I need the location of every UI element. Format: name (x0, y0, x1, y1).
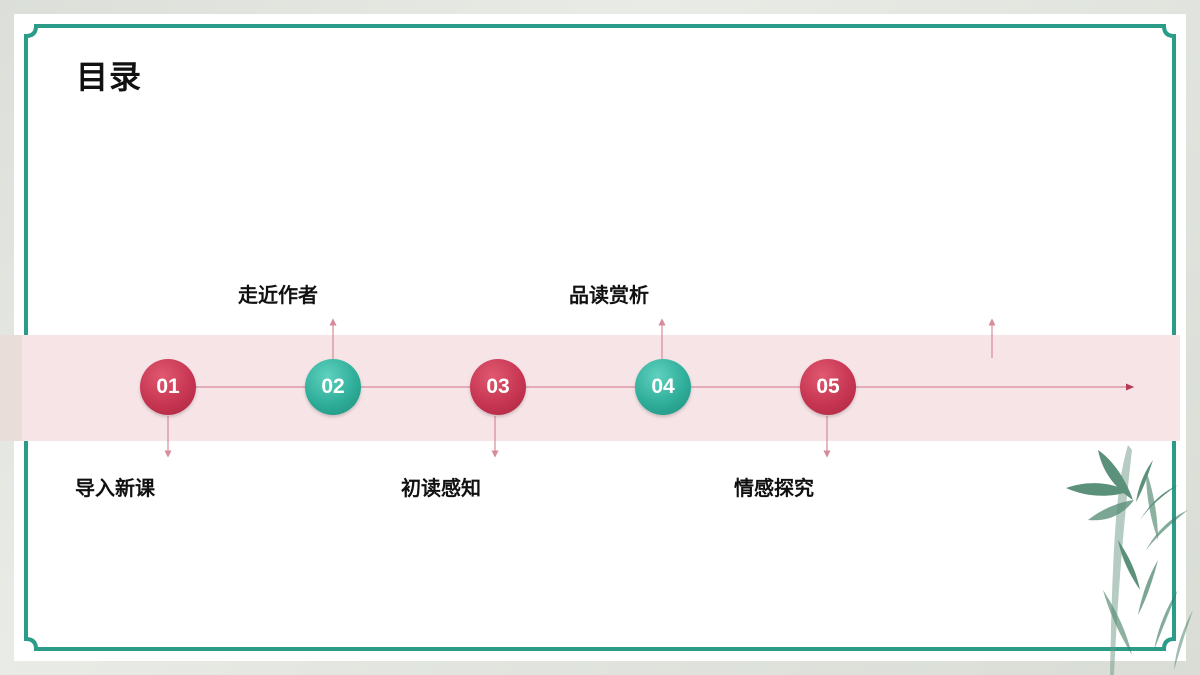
bamboo-leaves-decoration (1066, 445, 1193, 675)
node-01[interactable]: 01 (140, 359, 196, 415)
node-05[interactable]: 05 (800, 359, 856, 415)
item-label-03[interactable]: 初读感知 (401, 476, 481, 500)
item-label-05[interactable]: 情感探究 (734, 476, 814, 500)
node-03[interactable]: 03 (470, 359, 526, 415)
timeline-band (22, 335, 1180, 441)
item-label-01[interactable]: 导入新课 (75, 476, 155, 500)
node-04[interactable]: 04 (635, 359, 691, 415)
page-title: 目录 (76, 58, 143, 96)
item-label-04[interactable]: 品读赏析 (569, 283, 649, 307)
band-left-extension (0, 335, 22, 441)
node-02[interactable]: 02 (305, 359, 361, 415)
item-label-02[interactable]: 走近作者 (238, 283, 318, 307)
